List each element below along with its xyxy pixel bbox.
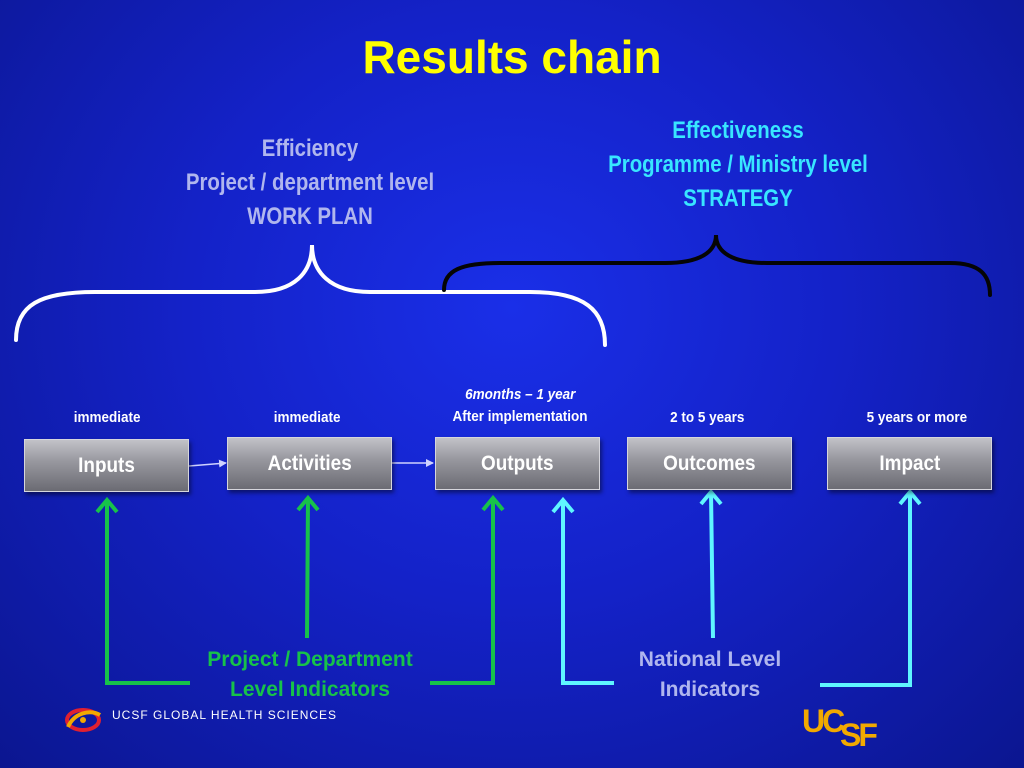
project-indicator-arrow-outputs	[430, 494, 505, 685]
efficiency-heading: Efficiency	[261, 135, 359, 162]
project-indicator-arrow-inputs	[95, 496, 190, 685]
slide-title: Results chain	[362, 31, 662, 83]
timing-impact: 5 years or more	[866, 409, 968, 426]
efficiency-plan: WORK PLAN	[247, 203, 373, 230]
timing-outputs-note: After implementation	[452, 408, 588, 425]
outputs-box: Outputs	[435, 437, 600, 490]
effectiveness-label-group: Effectiveness Programme / Ministry level…	[526, 114, 951, 216]
national-indicators-label: National Level Indicators	[580, 645, 840, 705]
national-indicator-arrow-impact	[820, 488, 922, 687]
effectiveness-heading: Effectiveness	[672, 117, 804, 144]
timing-outcomes: 2 to 5 years	[669, 409, 745, 426]
ucsf-logo: UC SF	[802, 703, 880, 750]
global-health-logo-icon	[65, 708, 102, 732]
activities-box: Activities	[227, 437, 392, 490]
impact-box: Impact	[827, 437, 992, 490]
org-name: UCSF GLOBAL HEALTH SCIENCES	[112, 708, 338, 722]
national-indicator-arrow-outcomes	[699, 488, 723, 639]
outcomes-box: Outcomes	[627, 437, 792, 490]
efficiency-brace	[14, 244, 607, 347]
timing-outputs-period: 6months – 1 year	[464, 386, 576, 403]
project-indicators-label: Project / Department Level Indicators	[160, 645, 460, 705]
project-indicators-line2: Level Indicators	[230, 678, 390, 701]
project-indicator-arrow-activities	[296, 494, 320, 639]
efficiency-label-group: Efficiency Project / department level WO…	[140, 132, 480, 234]
svg-text:SF: SF	[840, 717, 877, 750]
effectiveness-brace	[442, 234, 992, 297]
svg-text:UC: UC	[802, 703, 845, 739]
national-indicators-line1: National Level	[638, 648, 782, 671]
timing-inputs: immediate	[73, 409, 141, 426]
inputs-to-activities-connector	[188, 459, 227, 468]
timing-activities: immediate	[273, 409, 341, 426]
effectiveness-level: Programme / Ministry level	[608, 151, 868, 178]
national-indicators-line2: Indicators	[659, 678, 761, 701]
effectiveness-strategy: STRATEGY	[683, 185, 793, 212]
timing-outputs: 6months – 1 year After implementation	[420, 384, 620, 428]
national-indicator-arrow-outputs	[551, 496, 614, 685]
project-indicators-line1: Project / Department	[207, 648, 413, 671]
inputs-box: Inputs	[24, 439, 189, 492]
efficiency-level: Project / department level	[185, 169, 435, 196]
